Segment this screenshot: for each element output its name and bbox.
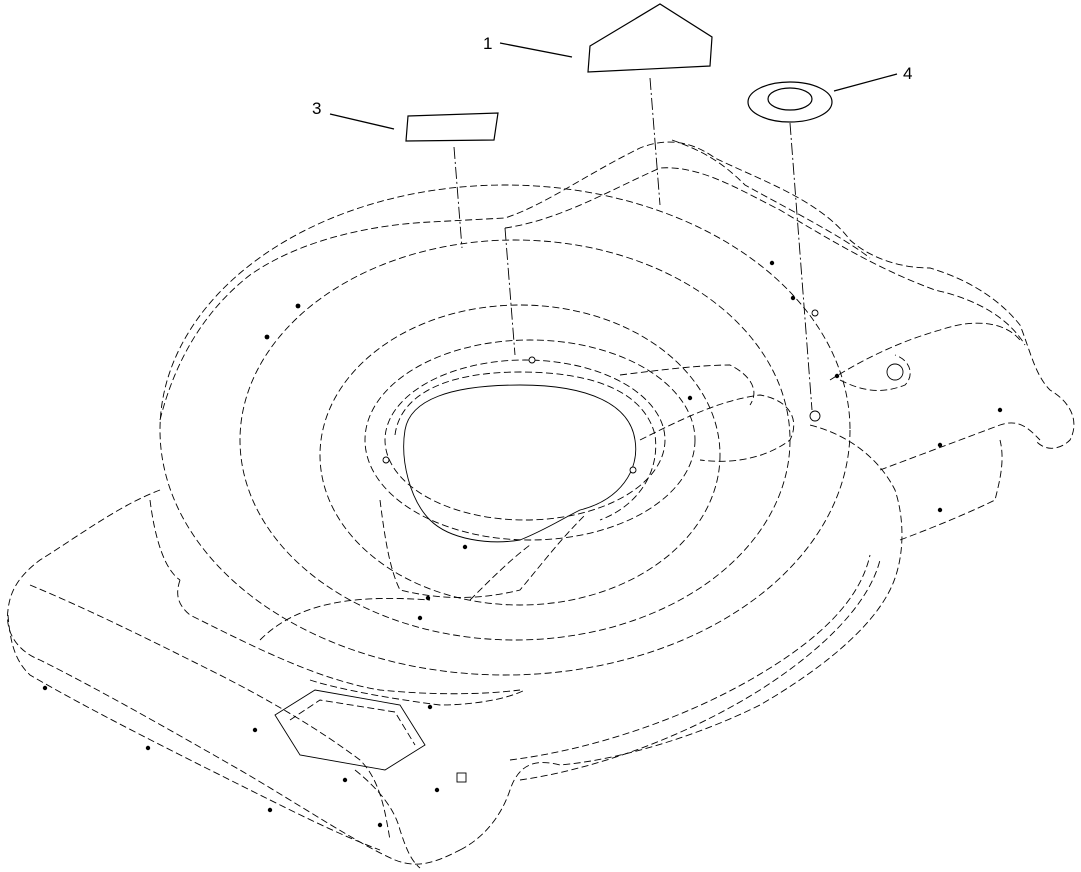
decal-part-3 [405,112,499,142]
callout-label-4: 4 [903,64,912,83]
decal-part-4 [747,81,833,123]
mower-deck-housing [7,139,1075,869]
callout-label-1: 1 [483,34,492,53]
leader-3 [329,113,395,130]
callout-leaders [329,42,898,130]
decal-part-1 [587,3,713,73]
leader-4 [833,73,898,92]
leader-1 [499,42,573,58]
deck-mounting-holes [42,260,1003,828]
projection-lines [453,77,813,411]
callout-label-3: 3 [312,99,321,118]
